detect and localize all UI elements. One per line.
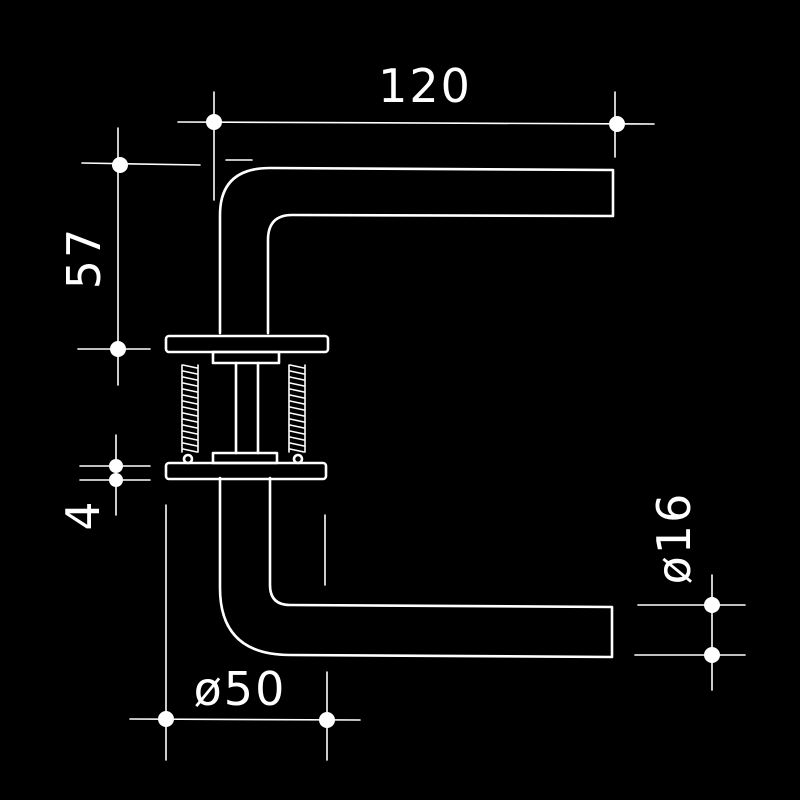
dimension-grip-diameter: ø16 <box>634 492 746 691</box>
dimension-length: 120 <box>177 59 655 201</box>
spring-coil <box>289 436 305 441</box>
spring-coil <box>289 424 305 429</box>
spring-coil <box>182 424 198 429</box>
spring-coil <box>289 370 305 375</box>
spring-coil <box>289 418 305 423</box>
spring-coil <box>182 430 198 435</box>
dimension-rose-thickness: 4 <box>56 434 151 531</box>
spring-coil <box>289 382 305 387</box>
spring-coil <box>182 406 198 411</box>
spring-coil <box>289 376 305 381</box>
spring-left <box>181 364 199 453</box>
spring-coil <box>289 400 305 405</box>
dimension-length-label: 120 <box>378 59 472 113</box>
dimension-rose-diameter: ø50 <box>129 504 361 761</box>
spring-coil <box>182 442 198 447</box>
dimension-rose-thickness-label: 4 <box>56 499 110 530</box>
rose-assembly <box>164 334 330 481</box>
spring-coil <box>182 370 198 375</box>
spring-coil <box>289 364 305 369</box>
spring-coil <box>182 388 198 393</box>
spring-coil <box>289 394 305 399</box>
spring-coil <box>182 436 198 441</box>
spring-coil <box>182 412 198 417</box>
dimension-grip-diameter-label: ø16 <box>647 492 701 585</box>
upper-lever <box>218 166 615 335</box>
spring-coil <box>182 394 198 399</box>
dimension-height-label: 57 <box>57 227 111 290</box>
lower-lever <box>218 476 614 659</box>
spring-coil <box>182 364 198 369</box>
spring-coil <box>289 430 305 435</box>
spring-right <box>288 364 306 453</box>
spring-coil <box>289 406 305 411</box>
spring-coil <box>289 448 305 453</box>
spring-coil <box>182 382 198 387</box>
spring-coil <box>289 388 305 393</box>
spring-coil <box>289 442 305 447</box>
dimension-height: 57 <box>57 127 253 386</box>
spring-coil <box>182 376 198 381</box>
spring-coil <box>289 412 305 417</box>
dimension-rose-diameter-label: ø50 <box>194 662 287 716</box>
spring-coil <box>182 400 198 405</box>
spring-coil <box>182 448 198 453</box>
spring-coil <box>182 418 198 423</box>
